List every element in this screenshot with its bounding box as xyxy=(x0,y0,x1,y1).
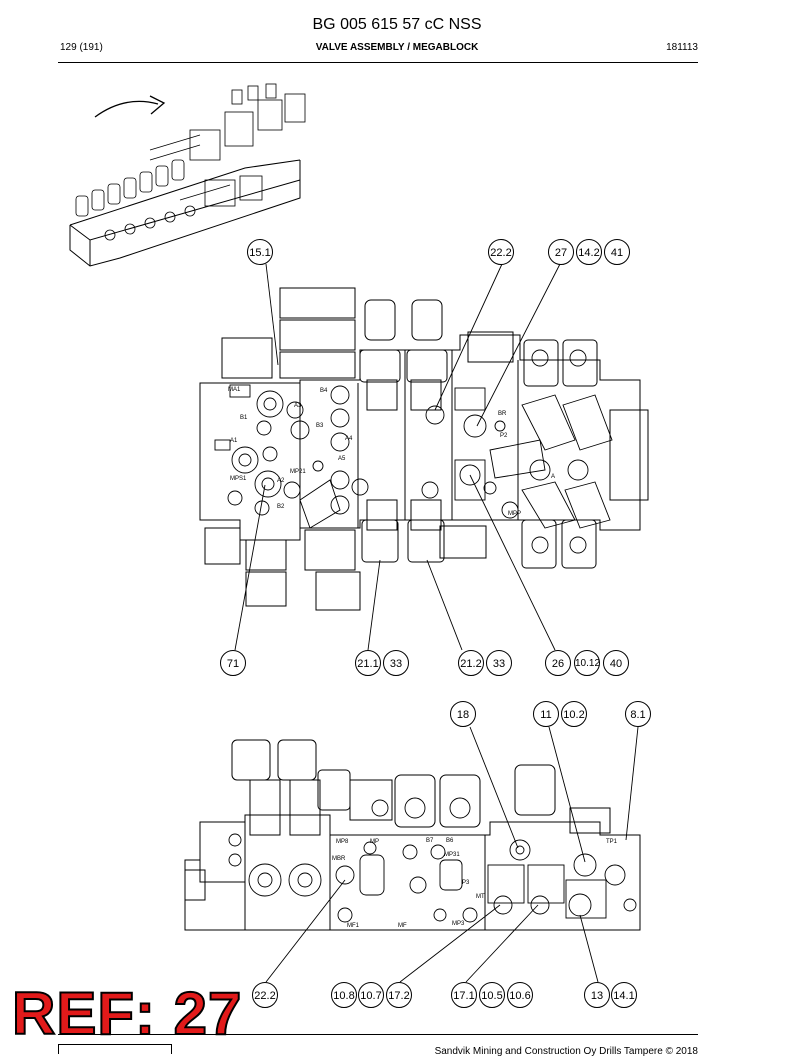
footer-rule xyxy=(58,1034,698,1035)
svg-text:A1: A1 xyxy=(230,438,238,444)
callout-13: 13 xyxy=(584,982,610,1008)
svg-text:A2: A2 xyxy=(277,478,285,484)
svg-text:MP: MP xyxy=(370,839,379,845)
svg-text:MP3: MP3 xyxy=(452,921,465,927)
date-code: 181113 xyxy=(666,42,698,53)
callout-21-1: 21.1 xyxy=(355,650,381,676)
svg-text:MF1: MF1 xyxy=(347,923,360,929)
svg-text:MP31: MP31 xyxy=(444,852,460,858)
svg-text:MPP: MPP xyxy=(508,511,521,517)
callout-10-7: 10.7 xyxy=(358,982,384,1008)
svg-text:TP1: TP1 xyxy=(606,839,618,845)
callout-40: 40 xyxy=(603,650,629,676)
svg-text:A3: A3 xyxy=(294,403,302,409)
callout-10-8: 10.8 xyxy=(331,982,357,1008)
callout-33-a: 33 xyxy=(383,650,409,676)
callout-27: 27 xyxy=(548,239,574,265)
callout-10-2: 10.2 xyxy=(561,701,587,727)
callout-14-2: 14.2 xyxy=(576,239,602,265)
svg-text:MPS1: MPS1 xyxy=(230,476,247,482)
svg-text:MP8: MP8 xyxy=(336,839,349,845)
callout-11: 11 xyxy=(533,701,559,727)
ref-stamp: REF: 27 xyxy=(11,980,243,1047)
svg-text:P3: P3 xyxy=(462,880,470,886)
callout-17-1: 17.1 xyxy=(451,982,477,1008)
callout-14-1: 14.1 xyxy=(611,982,637,1008)
svg-text:MBR: MBR xyxy=(332,856,346,862)
footer-copyright: Sandvik Mining and Construction Oy Drill… xyxy=(434,1046,698,1057)
page-number: 129 (191) xyxy=(60,42,103,53)
callout-17-2: 17.2 xyxy=(386,982,412,1008)
svg-text:MP21: MP21 xyxy=(290,469,306,475)
callout-22-2: 22.2 xyxy=(488,239,514,265)
svg-text:B3: B3 xyxy=(316,423,324,429)
callout-18: 18 xyxy=(450,701,476,727)
callout-15-1: 15.1 xyxy=(247,239,273,265)
callout-22-2-lower: 22.2 xyxy=(252,982,278,1008)
callout-71: 71 xyxy=(220,650,246,676)
svg-text:MA1: MA1 xyxy=(228,387,241,393)
isometric-overview xyxy=(69,83,306,267)
svg-text:MT: MT xyxy=(476,894,485,900)
leader-lines xyxy=(234,263,639,983)
svg-text:A5: A5 xyxy=(338,456,346,462)
svg-text:MF: MF xyxy=(398,923,407,929)
callout-10-12: 10.12 xyxy=(574,650,600,676)
svg-text:BR: BR xyxy=(498,411,507,417)
svg-text:P2: P2 xyxy=(500,433,508,439)
callout-10-5: 10.5 xyxy=(479,982,505,1008)
callout-41: 41 xyxy=(604,239,630,265)
svg-text:B2: B2 xyxy=(277,504,285,510)
svg-text:B1: B1 xyxy=(240,415,248,421)
callout-8-1: 8.1 xyxy=(625,701,651,727)
document-number: BG 005 615 57 cC NSS xyxy=(312,16,482,33)
sandvik-logo xyxy=(58,1044,172,1054)
svg-text:B4: B4 xyxy=(320,388,328,394)
callout-10-6: 10.6 xyxy=(507,982,533,1008)
callout-21-2: 21.2 xyxy=(458,650,484,676)
callout-26: 26 xyxy=(545,650,571,676)
svg-text:B7: B7 xyxy=(426,838,434,844)
svg-text:A: A xyxy=(551,474,555,480)
svg-text:A4: A4 xyxy=(345,436,353,442)
header-rule xyxy=(58,62,698,63)
svg-text:B6: B6 xyxy=(446,838,454,844)
callout-33-b: 33 xyxy=(486,650,512,676)
section-title: VALVE ASSEMBLY / MEGABLOCK xyxy=(315,42,479,53)
